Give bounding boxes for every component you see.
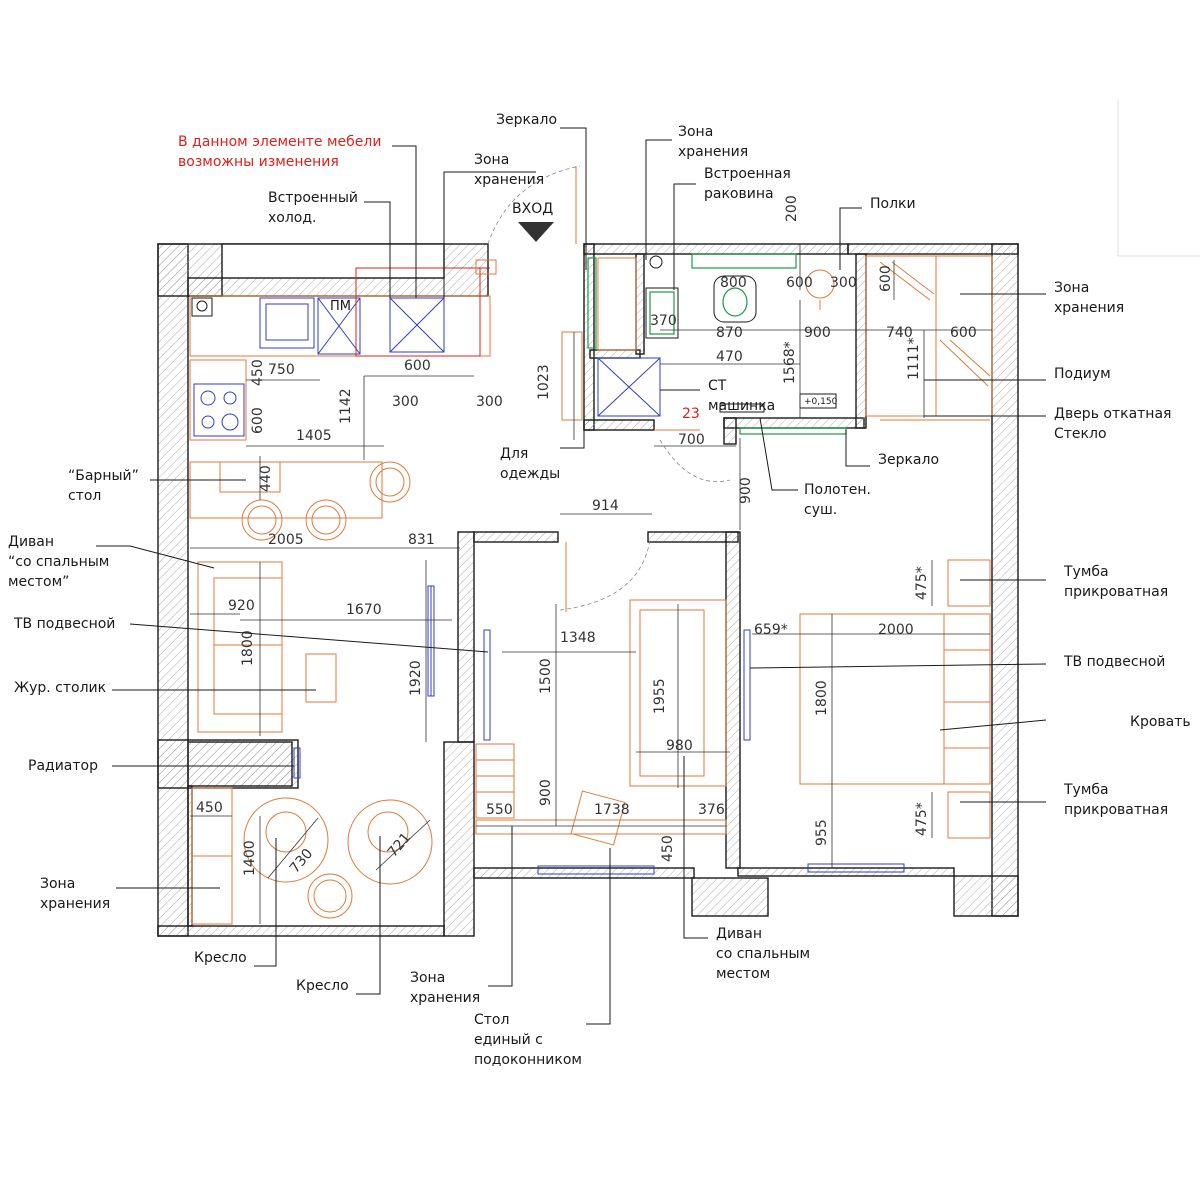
dim-1500: 1500 [538, 658, 554, 694]
label-towel-dryer: Полотен. суш. [804, 482, 871, 518]
dim-1111: 1111* [906, 337, 922, 380]
dim-914: 914 [592, 498, 619, 514]
label-storage-bottom: Зона хранения [410, 970, 481, 1006]
dim-600-d: 600 [950, 325, 977, 341]
label-storage-top-2: Зона хранения [678, 124, 749, 160]
dim-440: 440 [258, 465, 274, 492]
dishwasher-label: ПМ [330, 299, 351, 314]
dimension-labels: 750 450 600 600 1142 300 300 1405 440 20… [196, 195, 977, 876]
dim-721: 721 [385, 830, 414, 861]
dim-450: 450 [250, 359, 266, 386]
kitchen [189, 267, 491, 541]
dim-300-a: 300 [392, 394, 419, 410]
dim-659: 659* [754, 622, 788, 638]
label-tv-left: ТВ подвесной [14, 616, 116, 632]
label-storage-right: Зона хранения [1054, 280, 1125, 316]
label-shelves: Полки [870, 196, 916, 212]
bedroom [743, 559, 991, 839]
dim-1023: 1023 [536, 364, 552, 400]
dim-2000: 2000 [878, 622, 914, 638]
dim-1348: 1348 [560, 630, 596, 646]
dim-600-a: 600 [404, 358, 431, 374]
dim-370: 370 [650, 313, 677, 329]
dim-1738: 1738 [594, 802, 630, 818]
dim-1800-a: 1800 [240, 630, 256, 666]
label-fridge: Встроенный холод. [268, 190, 358, 226]
dim-955: 955 [814, 819, 830, 846]
label-armchair-2: Кресло [296, 978, 349, 994]
dim-450-b: 450 [196, 800, 223, 816]
label-coffee-table: Жур. столик [14, 680, 107, 696]
dim-550: 550 [486, 802, 513, 818]
dim-900-b: 900 [738, 477, 754, 504]
label-bar-table: “Барный” стол [68, 468, 139, 504]
dim-1670: 1670 [346, 602, 382, 618]
note-changeable-furniture: В данном элементе мебели возможны измене… [178, 134, 382, 170]
dim-475-a: 475* [914, 566, 930, 600]
entrance-label: ВХОД [512, 201, 553, 217]
room-number: 23 [682, 406, 700, 422]
dimension-lines [190, 244, 992, 924]
dim-980: 980 [666, 738, 693, 754]
label-sofa-left: Диван “со спальным местом” [8, 534, 110, 590]
label-built-in-sink: Встроенная раковина [704, 166, 791, 202]
label-storage-top-1: Зона хранения [474, 152, 545, 188]
middle-room [475, 539, 905, 875]
label-storage-left: Зона хранения [40, 876, 111, 912]
label-bed: Кровать [1130, 714, 1191, 730]
dim-831: 831 [408, 532, 435, 548]
dim-200: 200 [784, 195, 800, 222]
dim-900-c: 900 [538, 779, 554, 806]
label-clothes: Для одежды [500, 446, 561, 482]
label-sliding-door: Дверь откатная Стекло [1054, 406, 1172, 442]
dim-1568: 1568* [782, 341, 798, 384]
dim-1955: 1955 [652, 678, 668, 714]
dim-475-b: 475* [914, 802, 930, 836]
label-nightstand-top: Тумба прикроватная [1064, 564, 1169, 600]
label-mirror-right: Зеркало [878, 452, 940, 468]
dim-1920: 1920 [408, 660, 424, 696]
label-mirror-top: Зеркало [496, 112, 558, 128]
dim-376: 376 [698, 802, 725, 818]
dim-470: 470 [716, 349, 743, 365]
dim-700: 700 [678, 432, 705, 448]
dim-740: 740 [886, 325, 913, 341]
dim-600-e: 600 [878, 265, 894, 292]
label-podium: Подиум [1054, 366, 1111, 382]
dim-1142: 1142 [338, 388, 354, 424]
living-left [191, 561, 435, 925]
leader-lines [96, 100, 1200, 1025]
label-tv-right: ТВ подвесной [1064, 654, 1166, 670]
label-nightstand-bottom: Тумба прикроватная [1064, 782, 1169, 818]
dim-450-c: 450 [660, 835, 676, 862]
label-radiator: Радиатор [28, 758, 98, 774]
label-sofa-middle: Диван со спальным местом [716, 926, 811, 982]
dim-870: 870 [716, 325, 743, 341]
dim-1400: 1400 [242, 840, 258, 876]
dim-800: 800 [720, 275, 747, 291]
dim-920: 920 [228, 598, 255, 614]
dim-2005: 2005 [268, 532, 304, 548]
dim-1405: 1405 [296, 428, 332, 444]
dim-300-b: 300 [476, 394, 503, 410]
label-armchair-1: Кресло [194, 950, 247, 966]
dim-600-b: 600 [250, 407, 266, 434]
entrance [475, 165, 583, 421]
label-washing-machine: СТ машинка [708, 378, 776, 414]
level-mark: +0,150 [804, 397, 838, 407]
dim-1800-b: 1800 [814, 680, 830, 716]
dim-600-c: 600 [786, 275, 813, 291]
dim-300-c: 300 [830, 275, 857, 291]
label-desk: Стол единый с подоконником [474, 1012, 582, 1068]
dim-900-a: 900 [804, 325, 831, 341]
dim-750: 750 [268, 362, 295, 378]
